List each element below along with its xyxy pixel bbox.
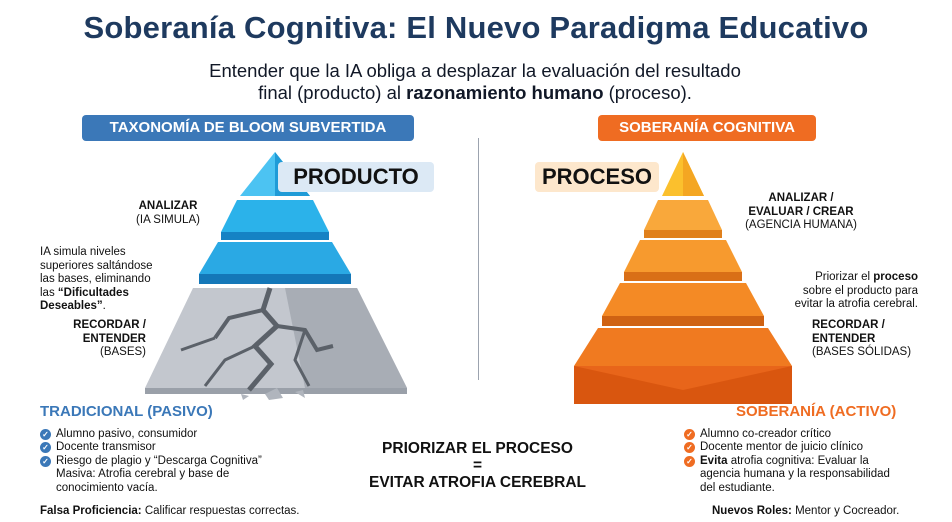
list-item: ✓ Alumno pasivo, consumidor bbox=[40, 428, 300, 441]
check-icon: ✓ bbox=[684, 455, 695, 467]
page-title: Soberanía Cognitiva: El Nuevo Paradigma … bbox=[83, 10, 869, 45]
right-label-bases-solidas-sub: (BASES SÓLIDAS) bbox=[812, 346, 912, 358]
left-note-line: las bases, eliminando bbox=[40, 273, 151, 285]
list-item: ✓ Docente mentor de juicio clínico bbox=[684, 441, 924, 454]
right-note-line: evitar la atrofia cerebral. bbox=[794, 298, 918, 310]
right-label-analizar: ANALIZAR / EVALUAR / CREAR (AGENCIA HUMA… bbox=[735, 192, 867, 233]
right-label-analizar-title: ANALIZAR / bbox=[768, 192, 834, 204]
subtitle-line1: Entender que la IA obliga a desplazar la… bbox=[209, 60, 741, 81]
center-line1: PRIORIZAR EL PROCESO bbox=[382, 440, 573, 457]
producto-tag: PRODUCTO bbox=[278, 162, 434, 192]
left-label-analizar: ANALIZAR (IA SIMULA) bbox=[118, 200, 218, 227]
left-label-recordar: RECORDAR / ENTENDER (BASES) bbox=[60, 319, 146, 360]
right-label-entender-title: ENTENDER bbox=[812, 332, 876, 345]
subtitle-line2-bold: razonamiento humano bbox=[406, 82, 604, 103]
pyramid-tier4-orange bbox=[602, 283, 764, 316]
solid-pyramid-graphic bbox=[574, 152, 792, 404]
left-footer-text: Calificar respuestas correctas. bbox=[141, 505, 300, 517]
list-item-text: Riesgo de plagio y “Descarga Cognitiva” bbox=[56, 454, 262, 467]
right-note-bold: proceso bbox=[873, 271, 918, 283]
left-note-bold: “Dificultades bbox=[57, 286, 129, 299]
traditional-list: ✓ Alumno pasivo, consumidor ✓ Docente tran… bbox=[40, 428, 300, 495]
check-icon: ✓ bbox=[684, 442, 695, 454]
center-line3: EVITAR ATROFIA CEREBRAL bbox=[369, 474, 586, 491]
pyramid-tier2-blue bbox=[221, 200, 329, 232]
center-equation: PRIORIZAR EL PROCESO = EVITAR ATROFIA CE… bbox=[335, 440, 620, 491]
left-footer-bold: Falsa Proficiencia: bbox=[40, 505, 142, 517]
left-note-line: las bbox=[40, 286, 58, 299]
pyramid-tier2-orange bbox=[644, 200, 722, 230]
list-item: ✓ Alumno co-creador crítico bbox=[684, 428, 924, 441]
pyramid-tier3-blue bbox=[199, 242, 351, 274]
traditional-section-title: TRADICIONAL (PASIVO) bbox=[40, 403, 213, 420]
proceso-tag: PROCESO bbox=[535, 162, 659, 192]
check-icon: ✓ bbox=[40, 442, 51, 454]
left-label-recordar-title: RECORDAR / bbox=[73, 319, 146, 331]
left-note-bold: Deseables” bbox=[40, 300, 103, 312]
right-note-line: sobre el producto para bbox=[802, 284, 918, 297]
bloom-taxonomy-header: TAXONOMÍA DE BLOOM SUBVERTIDA bbox=[82, 115, 414, 141]
left-note-line: superiores saltándose bbox=[40, 259, 153, 272]
list-item: ✓ Docente transmisor bbox=[40, 441, 300, 454]
left-note-line: . bbox=[102, 300, 106, 312]
right-footer-bold: Nuevos Roles: bbox=[712, 505, 792, 517]
page-subtitle: Entender que la IA obliga a desplazar la… bbox=[150, 60, 800, 104]
sovereignty-list: ✓ Alumno co-creador crítico ✓ Docente ment… bbox=[684, 428, 924, 495]
list-item: ✓ Riesgo de plagio y “Descarga Cognitiva”… bbox=[40, 455, 300, 495]
broken-pyramid-graphic bbox=[145, 152, 407, 400]
list-item-bold: Evita bbox=[700, 454, 728, 467]
list-item-text: conocimiento vacía. bbox=[56, 481, 158, 494]
right-label-evaluar-title: EVALUAR / CREAR bbox=[748, 205, 854, 218]
right-note-line: Priorizar el bbox=[815, 271, 874, 283]
left-label-bases-sub: (BASES) bbox=[99, 346, 146, 358]
right-footer-text: Mentor y Cocreador. bbox=[791, 505, 900, 517]
list-item-text: Alumno pasivo, consumidor bbox=[56, 428, 198, 440]
left-footer: Falsa Proficiencia: Calificar respuestas… bbox=[40, 505, 300, 517]
pyramid-base-orange bbox=[574, 328, 792, 366]
list-item-text: atrofia cognitiva: Evaluar la bbox=[727, 454, 869, 467]
pyramid-tier3-orange bbox=[624, 240, 742, 272]
center-divider bbox=[478, 138, 479, 380]
right-footer: Nuevos Roles: Mentor y Cocreador. bbox=[712, 505, 899, 517]
check-icon: ✓ bbox=[684, 429, 695, 440]
right-label-agencia-sub: (AGENCIA HUMANA) bbox=[745, 219, 857, 231]
list-item-text: Docente transmisor bbox=[56, 441, 156, 454]
subtitle-line2-pre: final (producto) al bbox=[258, 82, 407, 103]
right-label-recordar-title: RECORDAR / bbox=[812, 319, 885, 331]
left-label-analizar-title: ANALIZAR bbox=[138, 200, 198, 212]
right-label-recordar: RECORDAR / ENTENDER (BASES SÓLIDAS) bbox=[812, 319, 922, 360]
left-note-line: IA simula niveles bbox=[40, 246, 126, 258]
right-note-prioritize: Priorizar el proceso sobre el producto p… bbox=[770, 271, 918, 312]
list-item-text: agencia humana y la responsabilidad bbox=[700, 468, 890, 481]
list-item-text: Masiva: Atrofia cerebral y base de bbox=[56, 468, 230, 481]
left-label-analizar-sub: (IA SIMULA) bbox=[136, 213, 200, 226]
list-item-text: Docente mentor de juicio clínico bbox=[700, 441, 863, 454]
subtitle-line2-post: (proceso). bbox=[603, 82, 692, 103]
center-equals: = bbox=[472, 457, 483, 474]
cognitive-sovereignty-header: SOBERANÍA COGNITIVA bbox=[598, 115, 816, 141]
left-label-entender-title: ENTENDER bbox=[82, 332, 146, 345]
left-note-ai-simulates: IA simula niveles superiores saltándose … bbox=[40, 246, 180, 314]
check-icon: ✓ bbox=[40, 455, 51, 467]
sovereignty-section-title: SOBERANÍA (ACTIVO) bbox=[736, 403, 897, 420]
list-item-text: Alumno co-creador crítico bbox=[700, 428, 832, 440]
check-icon: ✓ bbox=[40, 429, 51, 440]
list-item-text: del estudiante. bbox=[700, 481, 775, 494]
